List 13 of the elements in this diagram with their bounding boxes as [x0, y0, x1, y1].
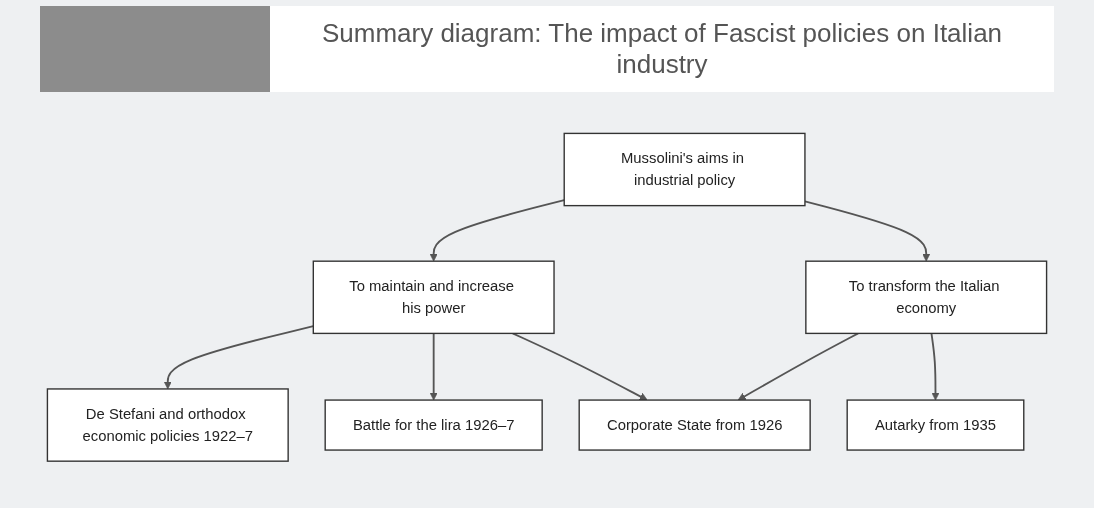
node-box: To maintain and increase his power: [312, 260, 555, 334]
node-box: Corporate State from 1926: [578, 399, 811, 451]
node-box: Mussolini's aims in industrial policy: [563, 132, 806, 207]
arrow: [429, 332, 438, 401]
arrow: [930, 332, 940, 401]
arrow: [804, 200, 931, 262]
title: Summary diagram: The impact of Fascist policies on Italian industry: [270, 6, 1054, 92]
node-box: To transform the Italian economy: [805, 260, 1048, 334]
arrow: [737, 332, 860, 401]
arrow: [511, 332, 648, 401]
node-box: De Stefani and orthodox economic policies 1922–7: [46, 387, 289, 462]
node-box: Autarky from 1935: [846, 399, 1025, 451]
node-box: Battle for the lira 1926–7: [324, 399, 543, 451]
